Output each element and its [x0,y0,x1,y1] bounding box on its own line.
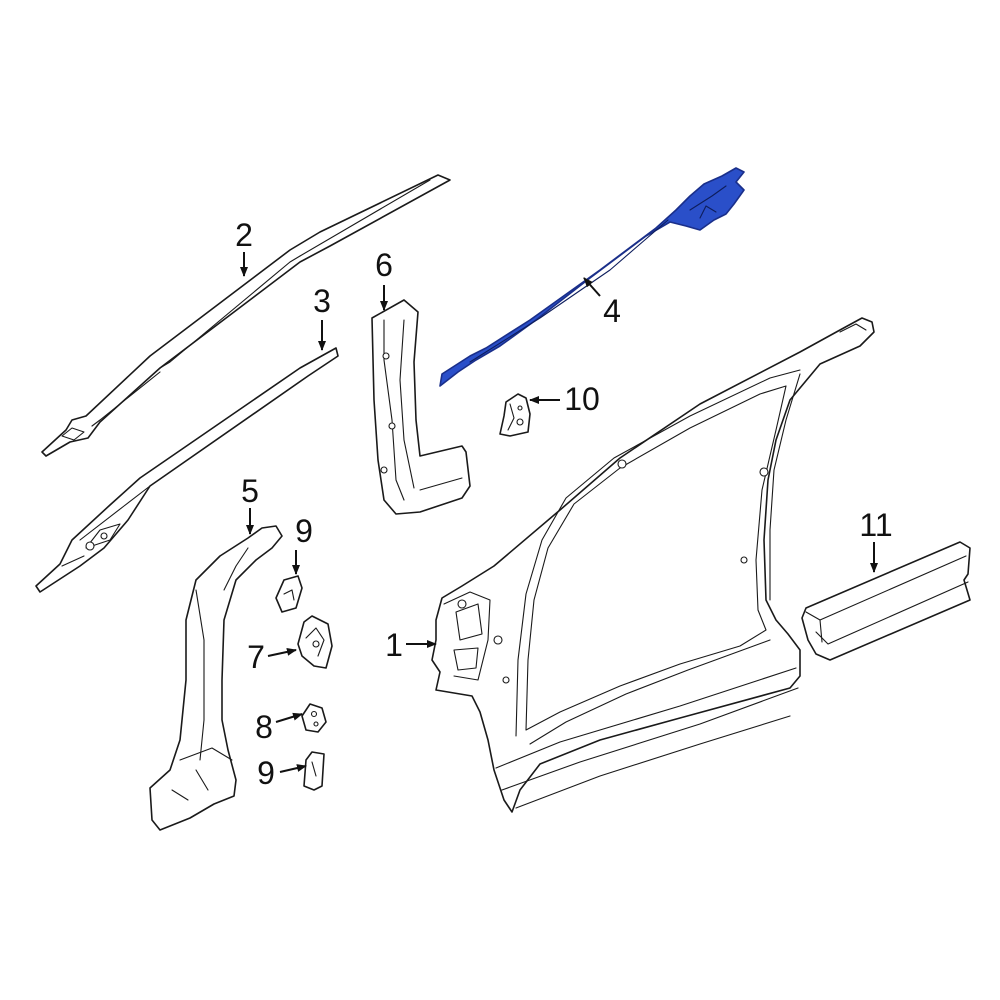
part-7-bracket[interactable] [297,615,333,669]
callout-10[interactable]: 10 [564,381,600,417]
part-4-highlighted-rail[interactable] [439,167,745,387]
callout-8[interactable]: 8 [255,709,273,745]
part-11-rocker[interactable] [801,541,971,661]
callout-arrow-7 [267,647,297,657]
callout-9-upper[interactable]: 9 [295,513,313,549]
callout-2[interactable]: 2 [235,217,253,253]
part-9-lower-bracket[interactable] [303,751,325,791]
part-3-roof-rail-inner[interactable] [35,347,339,593]
part-2-roof-rail[interactable] [41,174,451,457]
part-8-bracket[interactable] [301,703,327,733]
callout-7[interactable]: 7 [247,639,265,675]
part-10-bracket[interactable] [499,393,531,437]
part-1-body-side-outer[interactable] [431,317,875,813]
part-6-pillar-reinforcement[interactable] [371,299,471,515]
callout-arrows [240,252,878,773]
part-5-pillar-inner[interactable] [149,525,283,831]
part-9-upper-bracket[interactable] [275,575,303,613]
callout-11[interactable]: 11 [859,507,892,543]
callout-labels: 2 3 6 4 10 11 5 9 1 7 8 9 [235,217,893,791]
callout-arrow-4 [583,277,601,297]
callout-arrow-8 [275,712,303,723]
callout-4[interactable]: 4 [603,293,621,329]
callout-1[interactable]: 1 [385,627,403,663]
callout-6[interactable]: 6 [375,247,393,283]
callout-3[interactable]: 3 [313,283,331,319]
callout-5[interactable]: 5 [241,473,259,509]
callout-9-lower[interactable]: 9 [257,755,275,791]
callout-arrow-9b [279,764,307,773]
